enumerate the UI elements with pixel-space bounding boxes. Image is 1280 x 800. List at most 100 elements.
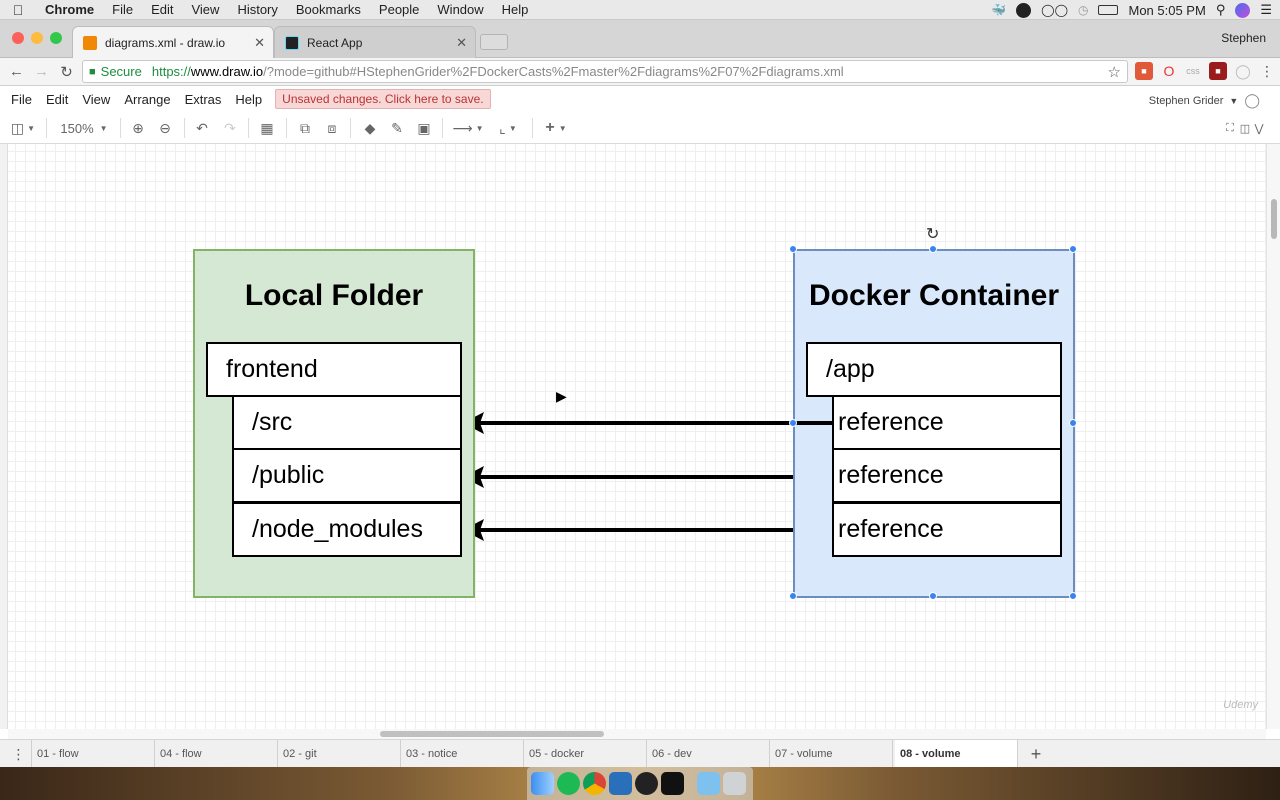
arrow-src[interactable] — [463, 412, 796, 434]
waypoints-icon[interactable]: ⌞▼ — [499, 119, 517, 136]
docker-tray-icon[interactable]: 🐳 — [991, 3, 1007, 17]
address-bar[interactable]: ■ Secure https://www.draw.io/?mode=githu… — [82, 60, 1128, 83]
frontend-box[interactable]: frontend — [206, 342, 462, 397]
menu-history[interactable]: History — [237, 2, 278, 17]
selection-handle-nw[interactable] — [789, 245, 797, 253]
back-arrow-icon[interactable]: ← — [9, 63, 24, 80]
fill-color-icon[interactable]: ◆ — [364, 119, 376, 136]
profile-name[interactable]: Stephen — [1221, 31, 1266, 45]
menu-help[interactable]: Help — [501, 2, 529, 17]
zoom-in-icon[interactable]: ⊕ — [132, 119, 144, 136]
tab-drawio[interactable]: diagrams.xml - draw.io ✕ — [72, 26, 274, 58]
chrome-menu-icon[interactable]: ⋮ — [1260, 63, 1274, 79]
drawio-menu-view[interactable]: View — [82, 91, 111, 107]
arrow-public[interactable] — [463, 466, 833, 488]
line-color-icon[interactable]: ✎ — [391, 119, 403, 136]
vertical-scrollbar[interactable] — [1266, 144, 1280, 729]
trash-icon[interactable] — [723, 772, 746, 795]
wifi-icon[interactable]: ◷ — [1078, 3, 1089, 17]
zoom-select[interactable]: 150%▼ — [60, 120, 108, 136]
css-extension-icon[interactable]: css — [1186, 66, 1200, 76]
menu-app-name[interactable]: Chrome — [45, 2, 95, 17]
extension-icon[interactable]: ■ — [1135, 62, 1153, 80]
menu-window[interactable]: Window — [437, 2, 484, 17]
to-back-icon[interactable]: ⧈ — [327, 119, 337, 136]
tab-close-icon[interactable]: ✕ — [456, 34, 467, 50]
glasses-tray-icon[interactable]: ◯◯ — [1041, 3, 1068, 17]
vscode-icon[interactable] — [609, 772, 632, 795]
selection-handle-s[interactable] — [929, 592, 937, 600]
terminal-icon[interactable] — [661, 772, 684, 795]
connection-style-icon[interactable]: ⟶▼ — [452, 119, 484, 136]
selection-handle-e[interactable] — [1069, 419, 1077, 427]
reference-box-3[interactable]: reference — [832, 502, 1062, 557]
menu-edit[interactable]: Edit — [151, 2, 174, 17]
drawio-menu-extras[interactable]: Extras — [184, 91, 222, 107]
user-menu[interactable]: Stephen Grider ▼ ◯ — [1149, 92, 1260, 109]
reference-box-2[interactable]: reference — [832, 448, 1062, 503]
drawio-menu-file[interactable]: File — [11, 91, 32, 107]
diagram-canvas[interactable]: Local Folder frontend /src /public /node… — [8, 144, 1266, 729]
reload-icon[interactable]: ↻ — [60, 63, 73, 81]
new-tab-button[interactable] — [480, 34, 508, 50]
opera-extension-icon[interactable]: O — [1163, 63, 1175, 79]
menu-view[interactable]: View — [191, 2, 220, 17]
horizontal-scroll-thumb[interactable] — [380, 731, 604, 737]
spotlight-search-icon[interactable]: ⚲ — [1215, 2, 1226, 17]
page-tab-03-notice[interactable]: 03 - notice — [401, 740, 524, 768]
page-tab-08-volume[interactable]: 08 - volume — [895, 740, 1018, 768]
collapse-chevron-icon[interactable]: ⋁ — [1254, 122, 1264, 135]
node-modules-box[interactable]: /node_modules — [232, 502, 462, 557]
shadow-icon[interactable]: ▣ — [417, 119, 431, 136]
reference-box-1[interactable]: reference — [832, 395, 1062, 450]
page-tab-02-git[interactable]: 02 - git — [278, 740, 401, 768]
window-minimize-button[interactable] — [31, 32, 43, 44]
arrow-node-modules[interactable] — [463, 519, 833, 541]
rotate-handle-icon[interactable]: ↻ — [926, 226, 940, 243]
insert-plus-icon[interactable]: +▼ — [545, 119, 567, 136]
globe-icon[interactable]: ◯ — [1244, 92, 1260, 108]
add-page-plus-icon[interactable]: + — [1030, 743, 1042, 764]
horizontal-scrollbar[interactable] — [8, 729, 1266, 739]
forward-arrow-icon[interactable]: → — [34, 63, 49, 80]
downloads-folder-icon[interactable] — [697, 772, 720, 795]
page-tab-01-flow[interactable]: 01 - flow — [32, 740, 155, 768]
src-box[interactable]: /src — [232, 395, 462, 450]
redo-icon[interactable]: ↷ — [224, 119, 236, 136]
app-box[interactable]: /app — [806, 342, 1062, 397]
drawio-menu-arrange[interactable]: Arrange — [124, 91, 171, 107]
page-tab-06-dev[interactable]: 06 - dev — [647, 740, 770, 768]
ublock-extension-icon[interactable]: ■ — [1209, 62, 1227, 80]
obs-icon[interactable] — [635, 772, 658, 795]
siri-icon[interactable] — [1235, 2, 1251, 18]
undo-icon[interactable]: ↶ — [196, 119, 208, 136]
window-close-button[interactable] — [12, 32, 24, 44]
delete-icon[interactable]: ▦ — [260, 119, 274, 136]
to-front-icon[interactable]: ⧉ — [300, 119, 310, 136]
fullscreen-icon[interactable]: ⛶ — [1226, 121, 1234, 134]
bookmark-star-icon[interactable]: ☆ — [1107, 63, 1121, 81]
page-tab-04-flow[interactable]: 04 - flow — [155, 740, 278, 768]
page-tab-05-docker[interactable]: 05 - docker — [524, 740, 647, 768]
obs-tray-icon[interactable] — [1016, 2, 1032, 18]
clock[interactable]: Mon 5:05 PM — [1128, 2, 1206, 18]
selection-handle-sw[interactable] — [789, 592, 797, 600]
zoom-out-icon[interactable]: ⊖ — [159, 119, 171, 136]
drawio-menu-help[interactable]: Help — [235, 91, 263, 107]
split-view-icon[interactable]: ◫ — [1239, 122, 1251, 135]
tab-react-app[interactable]: React App ✕ — [274, 26, 476, 58]
window-zoom-button[interactable] — [50, 32, 62, 44]
chrome-icon[interactable] — [583, 772, 606, 795]
selection-handle-ne[interactable] — [1069, 245, 1077, 253]
unsaved-changes-button[interactable]: Unsaved changes. Click here to save. — [275, 89, 491, 109]
menu-bookmarks[interactable]: Bookmarks — [295, 2, 361, 17]
spotify-icon[interactable] — [557, 772, 580, 795]
battery-icon[interactable] — [1098, 5, 1119, 15]
menu-people[interactable]: People — [378, 2, 420, 17]
notification-center-icon[interactable]: ☰ — [1260, 2, 1272, 17]
selection-handle-se[interactable] — [1069, 592, 1077, 600]
vertical-scroll-thumb[interactable] — [1271, 199, 1277, 239]
finder-icon[interactable] — [531, 772, 554, 795]
extension-gray-icon[interactable]: ◯ — [1235, 63, 1251, 79]
pages-menu-icon[interactable]: ⋮ — [6, 740, 32, 768]
